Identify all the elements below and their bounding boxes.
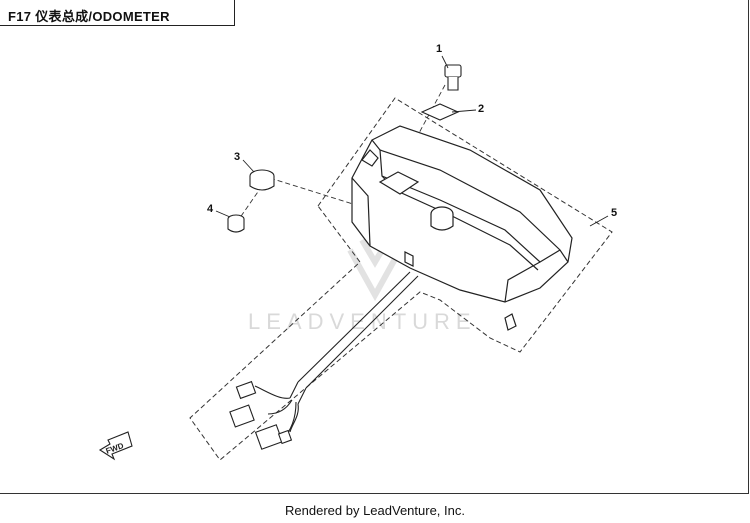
callout-1: 1 <box>436 43 442 55</box>
odometer-housing <box>351 125 573 331</box>
part-3-grommet <box>249 169 275 191</box>
harness-connectors <box>229 380 293 450</box>
part-1-screw <box>444 64 462 91</box>
diagram-title: F17 仪表总成/ODOMETER <box>8 9 170 24</box>
callout-4: 4 <box>207 203 214 215</box>
footer-credit: Rendered by LeadVenture, Inc. <box>285 503 465 518</box>
callout-3: 3 <box>234 151 240 163</box>
frame-border <box>0 0 749 494</box>
title-box: F17 仪表总成/ODOMETER <box>0 0 235 26</box>
wire-harness <box>254 271 419 441</box>
part-4-nut <box>227 214 245 233</box>
diagram-frame: F17 仪表总成/ODOMETER LEADVENTURE <box>0 0 749 494</box>
fwd-arrow-icon: FWD <box>98 431 133 461</box>
fwd-arrow-label: FWD <box>105 441 125 456</box>
exploded-parts-diagram: 1 2 3 4 5 FWD <box>98 43 617 461</box>
callout-5: 5 <box>611 207 617 219</box>
callout-2: 2 <box>478 103 484 115</box>
callout-leaders <box>215 55 609 227</box>
part-2-washer <box>420 103 460 121</box>
assembly-boundary <box>189 97 613 461</box>
